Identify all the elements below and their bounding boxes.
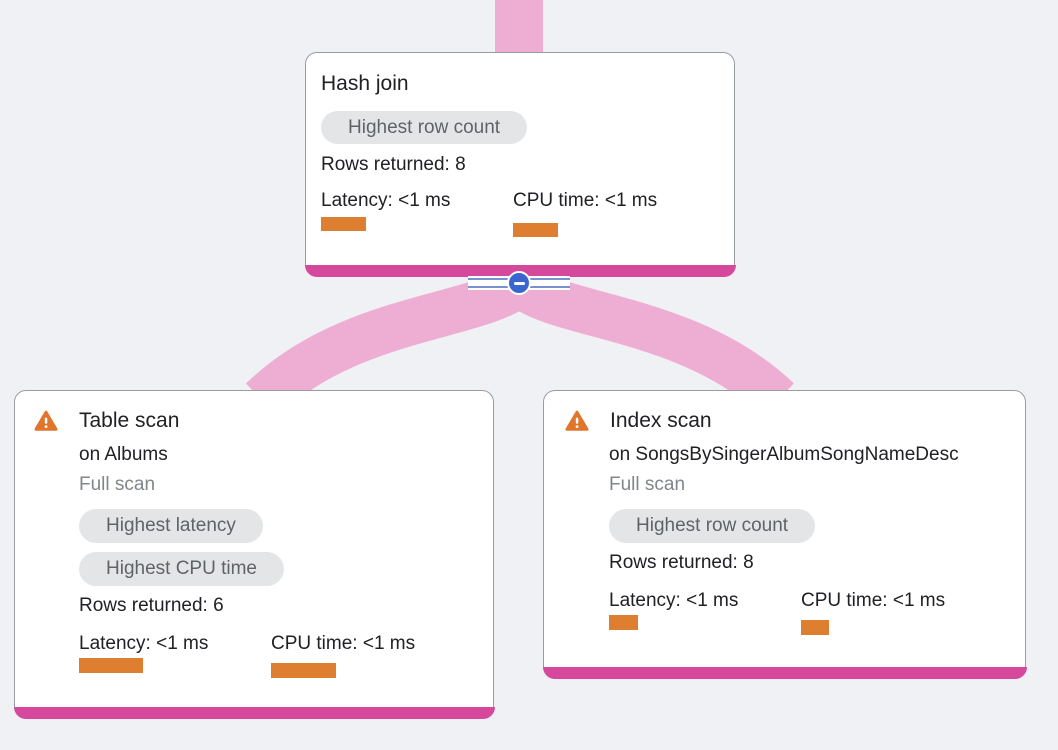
node-accent-footer [542,666,1027,679]
badge-highest-row-count: Highest row count [321,111,528,144]
plan-node-index-scan[interactable]: Index scan on SongsBySingerAlbumSongName… [542,390,1027,679]
cpu-time-label: CPU time: <1 ms [801,590,946,611]
plan-node-hash-join[interactable]: Hash join Highest row count Rows returne… [304,52,736,277]
latency-label: Latency: <1 ms [321,190,451,211]
plan-node-table-scan[interactable]: Table scan on Albums Full scan Highest l… [13,390,495,719]
metrics-row: Latency: <1 ms CPU time: <1 ms [79,632,474,678]
cpu-time-bar [801,620,829,635]
edge-hash-join-to-index-scan [504,265,794,418]
cpu-time-label: CPU time: <1 ms [513,190,658,211]
cpu-time-metric: CPU time: <1 ms [271,632,463,678]
latency-label: Latency: <1 ms [79,633,209,654]
edge-parent-to-hash-join [495,0,543,54]
cpu-time-bar [513,223,558,237]
node-header: Table scan [34,407,474,435]
latency-bar [609,615,638,630]
node-title: Table scan [79,409,180,432]
latency-metric: Latency: <1 ms [609,589,801,635]
scan-target-label: on SongsBySingerAlbumSongNameDesc [609,444,959,465]
collapse-node-button[interactable] [507,271,531,295]
latency-label: Latency: <1 ms [609,590,739,611]
badge-highest-cpu-time: Highest CPU time [79,552,284,586]
rows-returned-label: Rows returned: 6 [79,595,224,616]
node-content: on SongsBySingerAlbumSongNameDesc Full s… [609,441,1004,635]
node-content: on Albums Full scan Highest latency High… [79,441,474,678]
node-accent-footer [13,706,495,719]
node-title: Hash join [321,72,409,95]
metrics-row: Latency: <1 ms CPU time: <1 ms [609,589,1004,635]
node-title: Index scan [610,409,712,432]
rows-returned-label: Rows returned: 8 [321,154,466,175]
cpu-time-label: CPU time: <1 ms [271,633,416,654]
scan-target-label: on Albums [79,444,168,465]
badge-highest-row-count: Highest row count [609,509,816,543]
latency-metric: Latency: <1 ms [79,632,271,678]
node-header: Index scan [565,407,1004,435]
warning-icon [565,410,589,431]
latency-metric: Latency: <1 ms [321,189,513,237]
cpu-time-bar [271,663,336,678]
scan-type-label: Full scan [79,474,156,495]
metrics-row: Latency: <1 ms CPU time: <1 ms [321,189,719,237]
latency-bar [321,217,366,231]
node-accent-footer [304,264,736,277]
latency-bar [79,658,143,673]
cpu-time-metric: CPU time: <1 ms [801,589,993,635]
edge-hash-join-to-table-scan [245,265,534,417]
rows-returned-label: Rows returned: 8 [609,552,754,573]
warning-icon [34,410,58,431]
minus-icon [513,281,525,285]
scan-type-label: Full scan [609,474,686,495]
badge-highest-latency: Highest latency [79,509,263,543]
cpu-time-metric: CPU time: <1 ms [513,189,705,237]
